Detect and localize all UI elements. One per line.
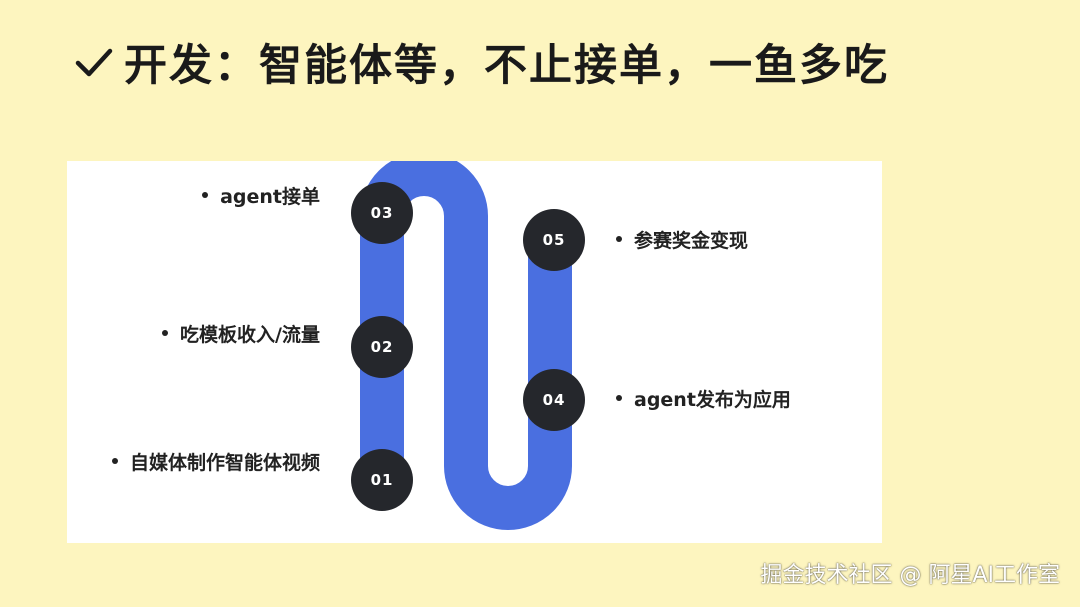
step-node-04: 04 (523, 369, 585, 431)
title-text: 开发：智能体等，不止接单，一鱼多吃 (124, 41, 889, 91)
step-node-05: 05 (523, 209, 585, 271)
bullet-dot (616, 395, 622, 401)
step-number: 04 (542, 391, 566, 409)
checkmark-icon (75, 48, 113, 77)
step-label-text: agent发布为应用 (634, 388, 791, 411)
step-label-text: 参赛奖金变现 (634, 229, 749, 252)
bullet-dot (616, 236, 622, 242)
step-label-02: 吃模板收入/流量 (162, 318, 320, 348)
step-node-03: 03 (351, 182, 413, 244)
roadmap-panel: 03 02 01 05 04 agent接单 吃模板收入/流量 自媒体制作智能体… (67, 161, 882, 543)
step-label-text: 吃模板收入/流量 (180, 323, 320, 346)
bullet-dot (162, 330, 169, 336)
step-label-04: agent发布为应用 (616, 383, 791, 413)
step-label-text: agent接单 (220, 185, 320, 208)
bullet-dot (202, 192, 209, 198)
step-label-01: 自媒体制作智能体视频 (111, 446, 320, 476)
step-label-05: 参赛奖金变现 (616, 224, 748, 254)
step-number: 05 (542, 231, 566, 249)
page-title: 开发：智能体等，不止接单，一鱼多吃 (74, 30, 889, 94)
step-node-02: 02 (351, 316, 413, 378)
watermark: 掘金技术社区 @ 阿星AI工作室 (760, 563, 1060, 588)
step-label-03: agent接单 (202, 180, 320, 210)
step-node-01: 01 (351, 449, 413, 511)
serpentine-road (360, 161, 572, 530)
step-number: 01 (370, 471, 394, 489)
step-number: 02 (370, 338, 394, 356)
bullet-dot (111, 458, 118, 464)
step-number: 03 (370, 204, 394, 222)
step-label-text: 自媒体制作智能体视频 (129, 451, 320, 474)
